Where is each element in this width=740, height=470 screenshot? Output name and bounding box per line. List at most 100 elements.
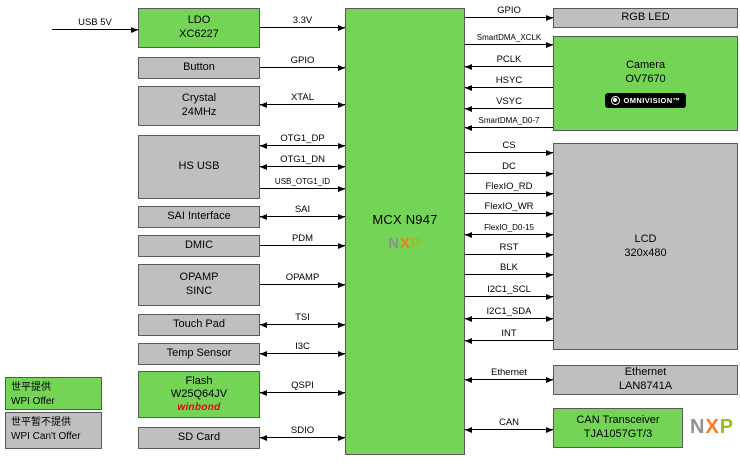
signal-label: GPIO — [290, 54, 315, 66]
arrowhead-left-icon — [465, 377, 472, 383]
legend-wpi-cant-offer: 世平暂不提供 WPI Can't Offer — [5, 412, 102, 449]
signal-label: USB_OTG1_ID — [274, 177, 331, 186]
conn-flexio-d0-15: FlexIO_D0-15 — [465, 221, 553, 238]
wire — [465, 274, 553, 275]
block-label: SD Card — [177, 431, 221, 444]
signal-label: FlexIO_RD — [485, 180, 533, 192]
signal-label: SAI — [294, 203, 311, 215]
block-label: XC6227 — [179, 28, 219, 40]
conn-dc: DC — [465, 160, 553, 177]
arrowhead-left-icon — [465, 125, 472, 131]
signal-label: CAN — [498, 416, 520, 428]
arrowhead-right-icon — [546, 377, 553, 383]
signal-label: PCLK — [496, 53, 522, 65]
arrowhead-right-icon — [546, 15, 553, 21]
conn-opamp: OPAMP — [260, 271, 345, 288]
nxp-letter: P — [719, 416, 735, 438]
block-label: Button — [183, 61, 215, 74]
signal-label: DC — [502, 160, 516, 172]
wire — [260, 188, 345, 189]
signal-label: 3.3V — [292, 14, 313, 26]
block-dmic: DMIC — [138, 235, 260, 257]
wire — [260, 166, 345, 167]
wire — [260, 27, 345, 28]
block-label: Temp Sensor — [166, 347, 232, 360]
block-label: LDO — [187, 14, 211, 27]
arrowhead-left-icon — [260, 143, 267, 149]
omnivision-text: OMNIVISION™ — [623, 95, 681, 105]
signal-label: SmartDMA_XCLK — [476, 33, 542, 42]
signal-label: SmartDMA_D0-7 — [478, 116, 540, 125]
block-rgb-led: RGB LED — [553, 8, 738, 28]
signal-label: OTG1_DP — [280, 132, 325, 144]
arrowhead-left-icon — [465, 338, 472, 344]
block-camera-ov7670: Camera OV7670 OMNIVISION™ — [553, 36, 738, 131]
arrowhead-left-icon — [260, 164, 267, 170]
arrowhead-right-icon — [338, 243, 345, 249]
arrowhead-right-icon — [338, 322, 345, 328]
block-button: Button — [138, 57, 260, 79]
omnivision-logo: OMNIVISION™ — [604, 92, 687, 108]
block-flash: Flash W25Q64JV winbond — [138, 371, 260, 418]
block-label: OV7670 — [625, 72, 666, 85]
arrowhead-left-icon — [260, 435, 267, 441]
block-label: Camera — [625, 59, 666, 72]
arrowhead-right-icon — [338, 214, 345, 220]
conn-xtal: XTAL — [260, 91, 345, 108]
signal-label: OPAMP — [285, 271, 320, 283]
omnivision-eye-icon — [610, 95, 620, 105]
arrowhead-right-icon — [546, 232, 553, 238]
block-label: Flash — [185, 374, 213, 387]
wire — [465, 234, 553, 235]
arrowhead-right-icon — [546, 272, 553, 278]
signal-label: SDIO — [290, 424, 315, 436]
arrowhead-right-icon — [338, 143, 345, 149]
conn-i2c1-scl: I2C1_SCL — [465, 283, 553, 300]
signal-label: XTAL — [290, 91, 315, 103]
conn-can: CAN — [465, 416, 553, 433]
conn-blk: BLK — [465, 261, 553, 278]
conn-ethernet: Ethernet — [465, 366, 553, 383]
signal-label: CS — [502, 139, 516, 151]
block-label: W25Q64JV — [170, 388, 228, 401]
block-ethernet-lan8741a: Ethernet LAN8741A — [553, 365, 738, 395]
arrowhead-right-icon — [546, 252, 553, 258]
signal-label: I2C1_SDA — [486, 305, 532, 317]
arrowhead-right-icon — [338, 25, 345, 31]
nxp-logo: NXP — [388, 236, 422, 251]
block-label: 320x480 — [624, 246, 667, 259]
wire — [465, 296, 553, 297]
block-touch-pad: Touch Pad — [138, 314, 260, 336]
wire — [465, 193, 553, 194]
block-hs-usb: HS USB — [138, 135, 260, 199]
arrowhead-left-icon — [260, 351, 267, 357]
arrowhead-right-icon — [546, 171, 553, 177]
legend-wpi-offer: 世平提供 WPI Offer — [5, 377, 102, 410]
signal-label: FlexIO_WR — [484, 200, 534, 212]
legend-text-en: WPI Offer — [11, 396, 55, 407]
signal-label: GPIO — [497, 4, 521, 16]
wire — [52, 29, 138, 30]
nxp-logo: NXP — [690, 417, 734, 437]
wire — [465, 108, 553, 109]
block-label: LAN8741A — [618, 380, 673, 392]
arrowhead-right-icon — [546, 316, 553, 322]
arrowhead-left-icon — [465, 427, 472, 433]
arrowhead-left-icon — [465, 106, 472, 112]
wire — [260, 104, 345, 105]
block-label: OPAMP — [179, 271, 219, 284]
arrowhead-left-icon — [260, 322, 267, 328]
wire — [260, 67, 345, 68]
wire — [465, 173, 553, 174]
block-label: Crystal — [181, 92, 217, 105]
conn-i3c: I3C — [260, 340, 345, 357]
winbond-logo: winbond — [177, 402, 221, 413]
block-label: DMIC — [184, 239, 214, 252]
wire — [465, 17, 553, 18]
block-label: Touch Pad — [173, 318, 225, 331]
block-mcu-mcx-n947: MCX N947 NXP — [345, 8, 465, 455]
signal-label: FlexIO_D0-15 — [484, 223, 534, 232]
block-ldo: LDO XC6227 — [138, 8, 260, 48]
wire — [465, 127, 553, 128]
nxp-letter: X — [705, 416, 720, 438]
